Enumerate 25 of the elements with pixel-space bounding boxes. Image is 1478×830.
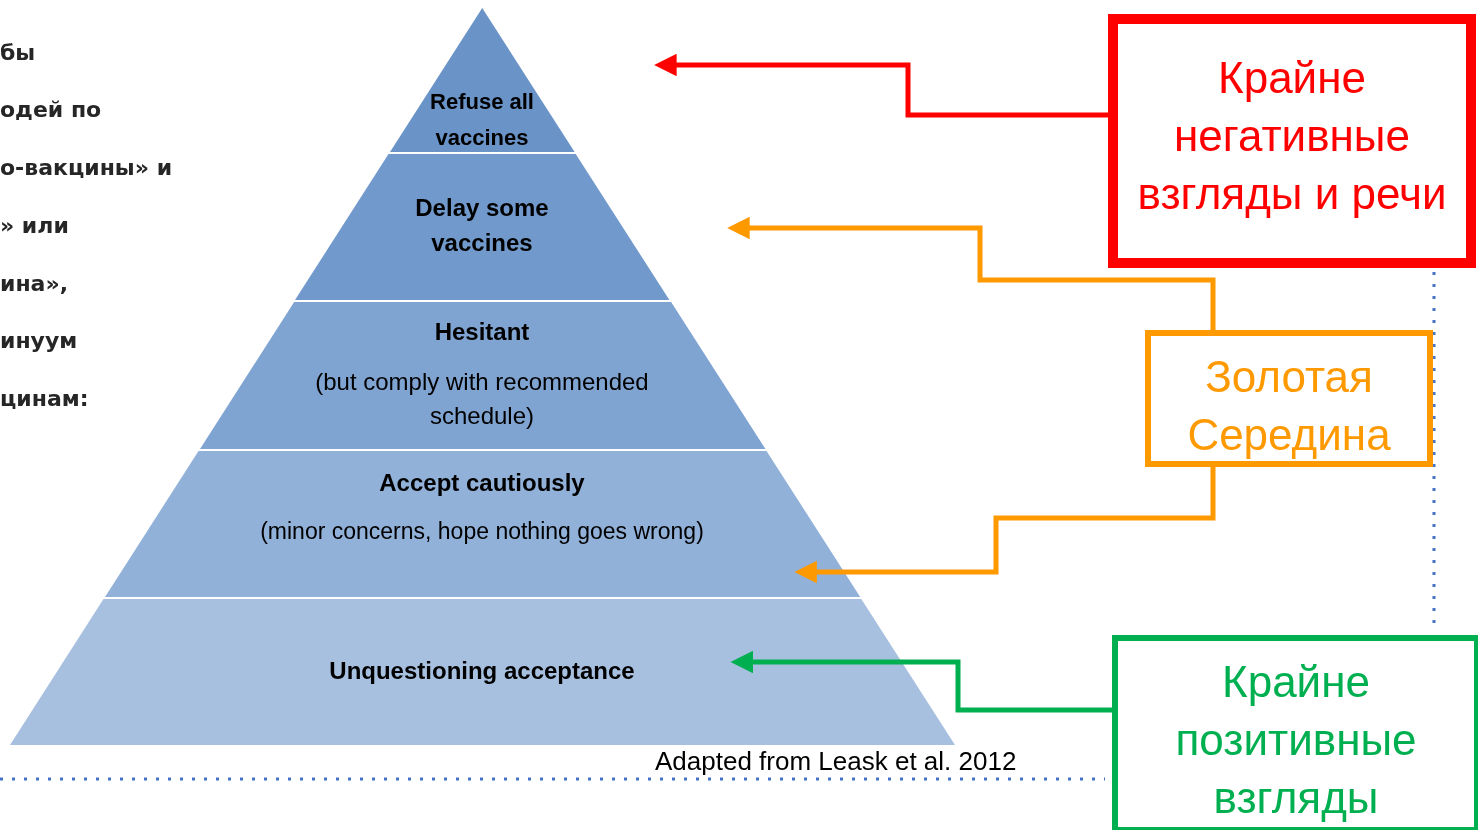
tier-heading: Hesitant xyxy=(433,317,531,347)
body-text-line: инуум xyxy=(0,328,78,353)
tier-heading: Unquestioning acceptance xyxy=(328,656,636,686)
tier-heading: Refuse all vaccines xyxy=(429,88,535,152)
body-text-line: одей по xyxy=(0,97,102,122)
body-text-line: » или xyxy=(0,213,69,238)
arrow xyxy=(730,650,1112,713)
body-text-line: ина», xyxy=(0,271,69,296)
category-box xyxy=(1108,14,1476,268)
box-text: Крайне позитивные взгляды xyxy=(1174,656,1418,824)
category-box xyxy=(1145,330,1433,467)
box-text: Крайне негативные взгляды и речи xyxy=(1136,52,1448,220)
body-text-line: цинам: xyxy=(0,386,89,411)
box-text: Золотая Середина xyxy=(1186,351,1392,461)
arrow xyxy=(727,216,1216,330)
arrow xyxy=(794,467,1216,584)
arrow xyxy=(654,53,1108,118)
tier-description: (but comply with recommended schedule) xyxy=(314,367,650,431)
tier-description: (minor concerns, hope nothing goes wrong) xyxy=(259,517,705,546)
category-box xyxy=(1112,635,1478,830)
tier-heading: Accept cautiously xyxy=(378,468,586,498)
body-text-line: о-вакцины» и xyxy=(0,155,173,180)
source-note: Adapted from Leask et al. 2012 xyxy=(655,746,1017,777)
tier-heading: Delay some vaccines xyxy=(414,193,550,258)
body-text-line: бы xyxy=(0,40,36,65)
